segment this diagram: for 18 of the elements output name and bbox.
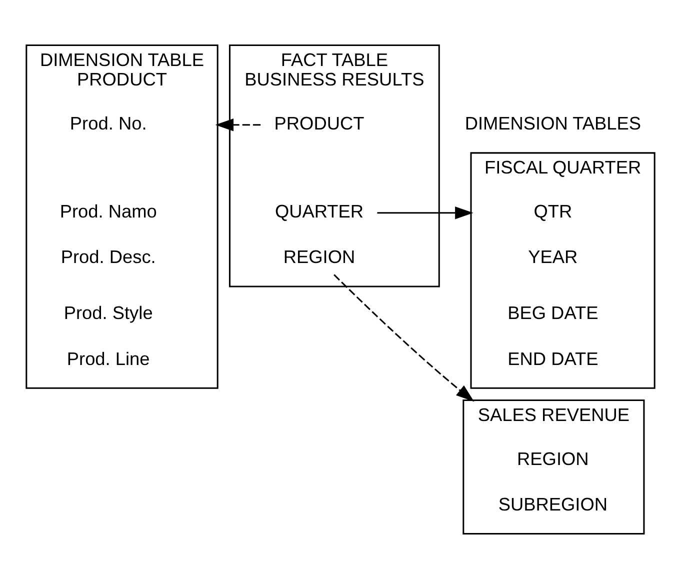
node-text: YEAR bbox=[528, 246, 578, 267]
node-text: PRODUCT bbox=[274, 113, 364, 134]
arrow bbox=[377, 206, 474, 219]
node-text: Prod. Style bbox=[64, 302, 153, 323]
node-text: QUARTER bbox=[274, 201, 364, 222]
node-text: Prod. Desc. bbox=[60, 246, 156, 267]
node-text: END DATE bbox=[508, 348, 598, 368]
node-text: Prod. Line bbox=[66, 348, 150, 368]
node-text: QTR bbox=[534, 201, 572, 222]
node-text: Prod. Namo bbox=[60, 201, 157, 222]
arrow bbox=[215, 118, 261, 131]
node-text: REGION bbox=[517, 448, 589, 468]
label: DIMENSION TABLES bbox=[464, 113, 642, 134]
node-text: BEG DATE bbox=[508, 302, 598, 323]
arrow bbox=[334, 274, 474, 402]
node-text: REGION bbox=[283, 246, 356, 267]
node-text: Prod. No. bbox=[70, 113, 147, 134]
node-text: SUBREGION bbox=[498, 494, 608, 514]
